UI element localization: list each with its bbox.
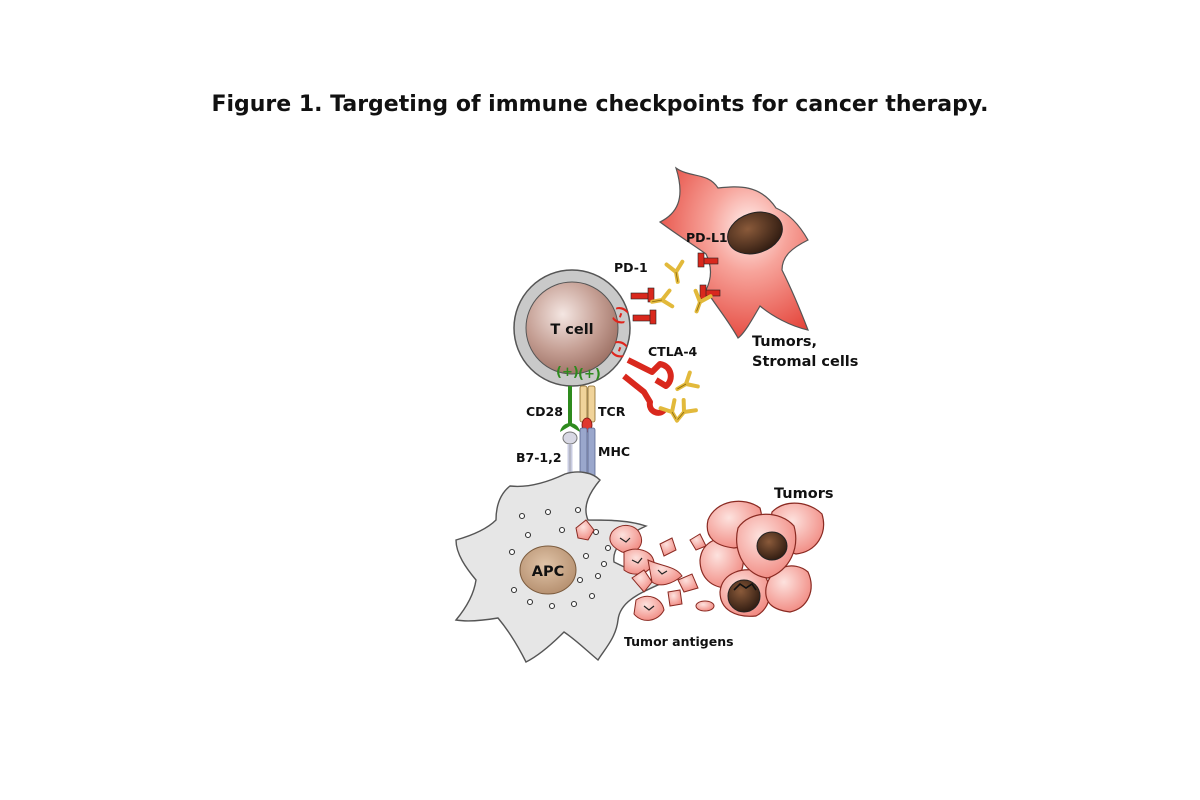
cd28-receptor bbox=[560, 386, 580, 432]
pd-1-receptors bbox=[630, 287, 657, 325]
figure-title: Figure 1. Targeting of immune checkpoint… bbox=[211, 92, 989, 117]
ctla-4-label: CTLA-4 bbox=[648, 344, 698, 359]
antigen-fragment-marks bbox=[619, 537, 668, 611]
tcr-stimulatory-sign: (+) bbox=[578, 367, 601, 382]
cd28-stimulatory-sign: (+) bbox=[556, 365, 579, 380]
tumors-stromal-label-line2: Stromal cells bbox=[752, 354, 858, 370]
tcr-receptor bbox=[579, 385, 596, 423]
pd-1-label: PD-1 bbox=[614, 260, 648, 275]
ctla-4-inhibitory-sign: (-) bbox=[609, 338, 630, 361]
b7-ligand bbox=[562, 431, 578, 478]
stromal-cell-nucleus bbox=[727, 211, 783, 255]
ctla-4-receptors bbox=[622, 357, 674, 416]
pd-1-inhibitory-sign: (-) bbox=[610, 304, 631, 327]
tumors-label: Tumors bbox=[774, 486, 833, 502]
tumors-stromal-label-line1: Tumors, bbox=[752, 334, 817, 350]
b7-label: B7-1,2 bbox=[516, 450, 562, 465]
pd-l1-label: PD-L1 bbox=[686, 230, 728, 245]
t-cell bbox=[513, 269, 631, 387]
tumor-cluster bbox=[699, 500, 825, 617]
apc-label: APC bbox=[532, 564, 565, 580]
tcr-label: TCR bbox=[598, 404, 626, 419]
tumor-antigen-fragments bbox=[575, 519, 715, 621]
t-cell-label: T cell bbox=[550, 322, 593, 338]
tumor-antigens-label: Tumor antigens bbox=[624, 634, 734, 649]
tumor-nucleus-1 bbox=[756, 531, 788, 561]
stromal-tumor-cell bbox=[658, 166, 809, 339]
t-cell-nucleus bbox=[525, 281, 619, 375]
cd28-label: CD28 bbox=[526, 404, 563, 419]
mhc-label: MHC bbox=[598, 444, 630, 459]
apc-vesicles bbox=[508, 506, 612, 610]
mhc-molecule bbox=[579, 427, 596, 481]
anti-ctla-4-antibodies bbox=[658, 370, 700, 427]
apc-nucleus bbox=[519, 545, 577, 595]
tumor-nucleus-2 bbox=[727, 579, 761, 613]
apc-cell bbox=[454, 471, 662, 663]
